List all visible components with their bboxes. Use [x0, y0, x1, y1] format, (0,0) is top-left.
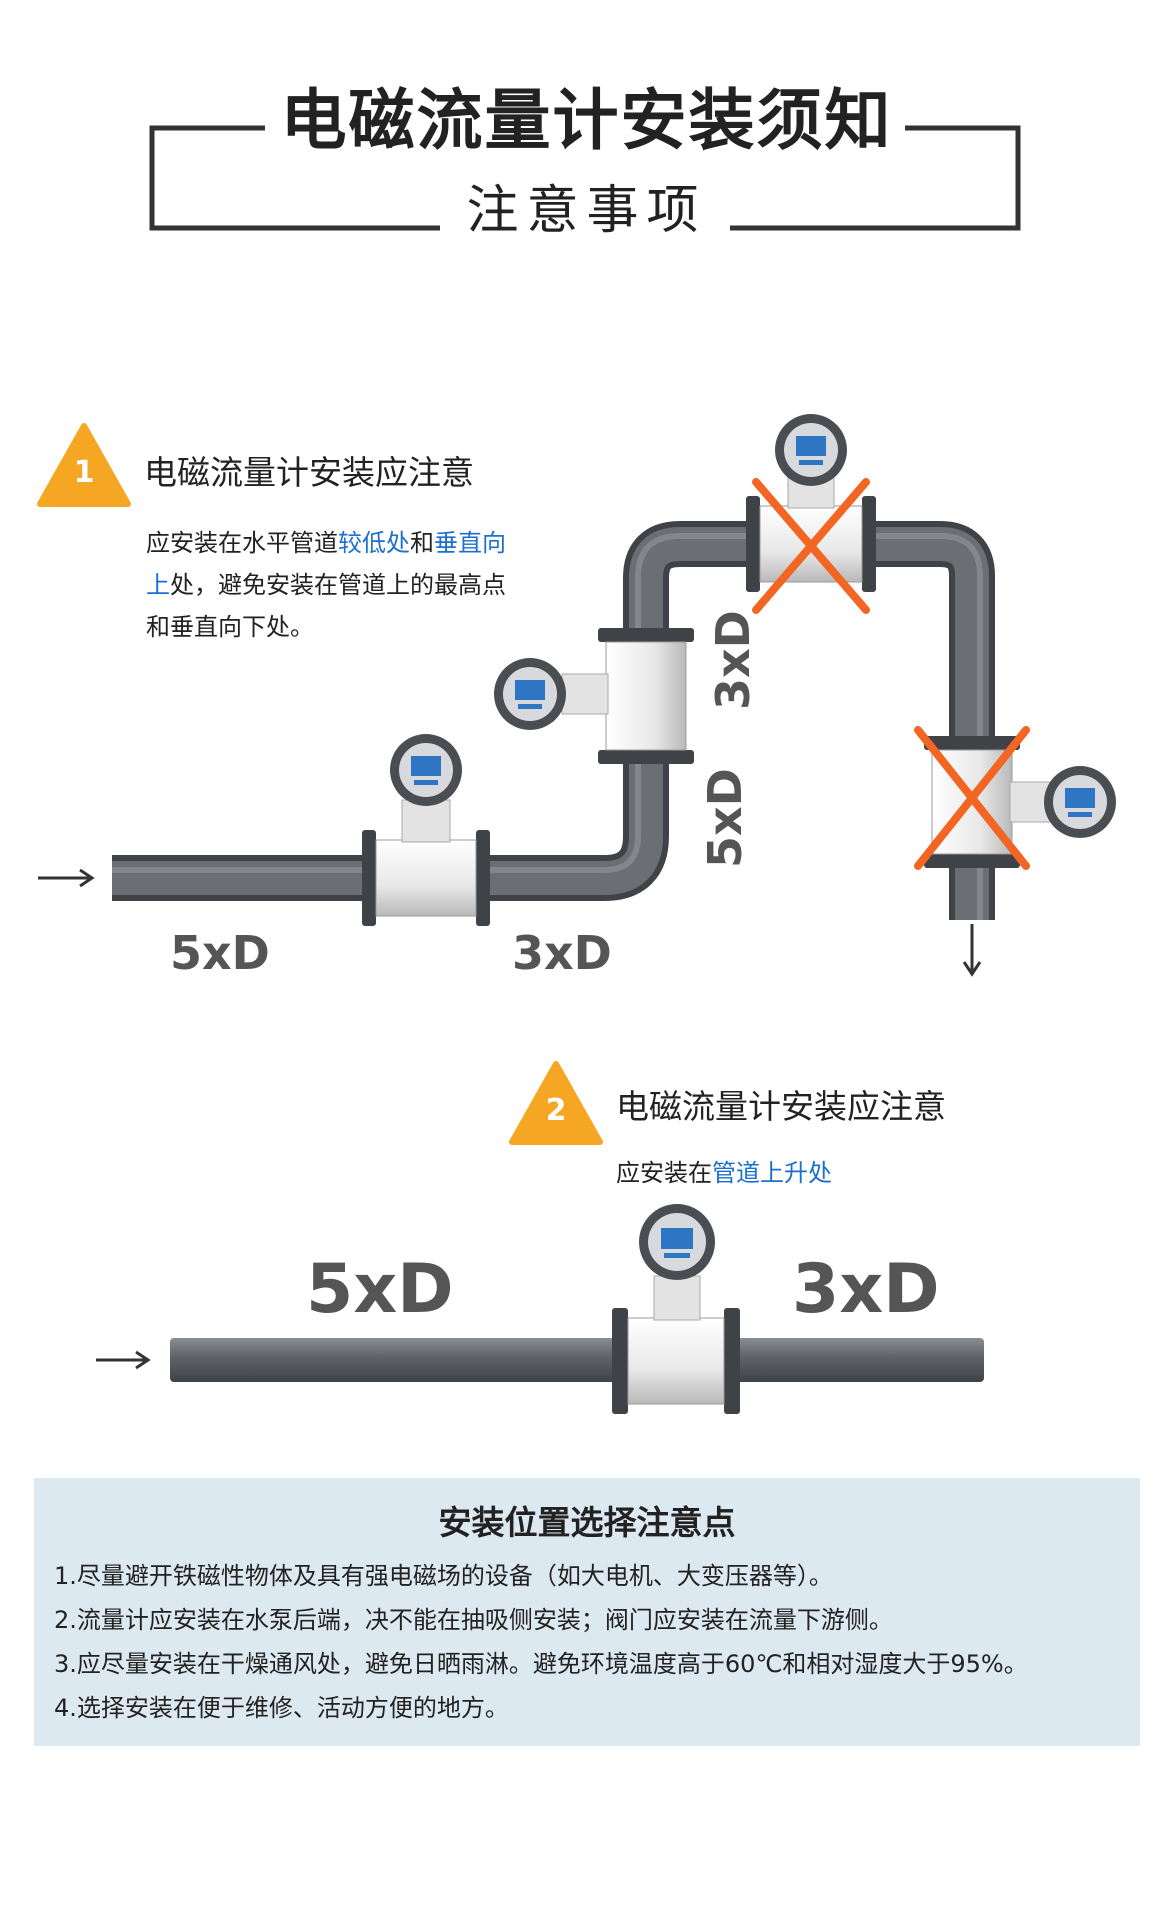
- dim-label-5xd: 5xD: [170, 926, 270, 980]
- flowmeter-horizontal-icon: [362, 734, 490, 926]
- desc-text: 处，避免安装在管道上的最高点: [170, 571, 506, 599]
- warning-badge-icon: [509, 1061, 603, 1145]
- dim-label-vertical-3xd: 3xD: [706, 610, 760, 710]
- section2-badge-number: 2: [545, 1093, 567, 1128]
- pipe-diagram-1: [38, 414, 1116, 977]
- flowmeter-down-icon: [924, 736, 1116, 868]
- section2-description: 应安装在管道上升处: [616, 1152, 832, 1194]
- dim-label-vertical-5xd: 5xD: [698, 768, 752, 868]
- list-item: 2.流量计应安装在水泵后端，决不能在抽吸侧安装；阀门应安装在流量下游侧。: [54, 1606, 893, 1634]
- desc-highlight: 管道上升处: [712, 1159, 832, 1187]
- cross-mark-top-icon: [752, 478, 870, 614]
- page-subtitle: 注意事项: [466, 181, 707, 241]
- dim-label-3xd: 3xD: [512, 926, 612, 980]
- cross-mark-down-icon: [914, 726, 1030, 870]
- flowmeter-top-icon: [746, 414, 876, 592]
- desc-text: 应安装在水平管道: [146, 529, 338, 557]
- dim-label-3xd: 3xD: [792, 1250, 940, 1329]
- page-title: 电磁流量计安装须知: [280, 82, 893, 159]
- desc-text: 应安装在: [616, 1159, 712, 1187]
- section2-title: 电磁流量计安装应注意: [616, 1087, 946, 1126]
- desc-highlight: 垂直向: [434, 529, 506, 557]
- pipe-diagram-2: [96, 1204, 984, 1414]
- desc-highlight: 上: [146, 571, 170, 599]
- list-item: 1.尽量避开铁磁性物体及具有强电磁场的设备（如大电机、大变压器等）。: [54, 1562, 833, 1590]
- notes-title: 安装位置选择注意点: [438, 1503, 736, 1542]
- desc-highlight: 较低处: [338, 529, 410, 557]
- desc-text: 和: [410, 529, 434, 557]
- warning-badge-icon: [37, 423, 131, 507]
- flowmeter-vertical-icon: [494, 628, 694, 764]
- flowmeter-horizontal-icon: [612, 1204, 740, 1414]
- notes-panel: 安装位置选择注意点 1.尽量避开铁磁性物体及具有强电磁场的设备（如大电机、大变压…: [34, 1478, 1140, 1746]
- list-item: 3.应尽量安装在干燥通风处，避免日晒雨淋。避免环境温度高于60℃和相对湿度大于9…: [54, 1650, 1028, 1678]
- header-frame: [149, 125, 1021, 231]
- dim-label-5xd: 5xD: [306, 1250, 454, 1329]
- section1-description: 应安装在水平管道较低处和垂直向 上处，避免安装在管道上的最高点 和垂直向下处。: [146, 522, 586, 648]
- desc-text: 和垂直向下处。: [146, 613, 314, 641]
- notes-list: 1.尽量避开铁磁性物体及具有强电磁场的设备（如大电机、大变压器等）。 2.流量计…: [54, 1554, 1140, 1730]
- section1-badge-number: 1: [73, 455, 95, 490]
- list-item: 4.选择安装在便于维修、活动方便的地方。: [54, 1694, 509, 1722]
- section1-title: 电磁流量计安装应注意: [144, 453, 474, 492]
